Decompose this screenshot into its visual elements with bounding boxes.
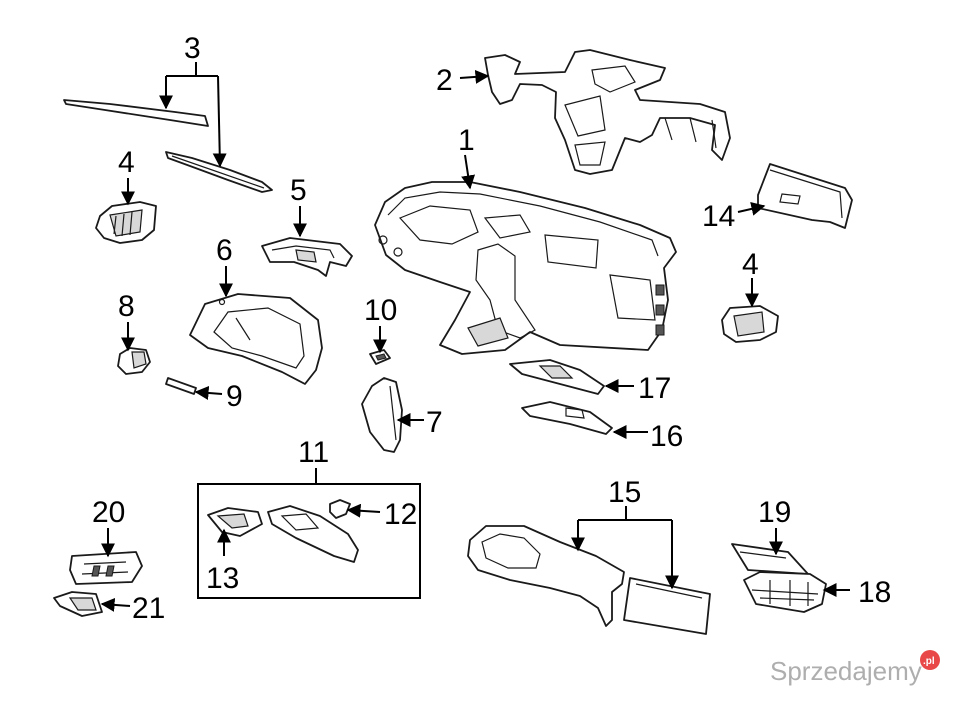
callout-13: 13	[206, 562, 239, 595]
callout-14: 14	[702, 200, 735, 233]
callout-18: 18	[858, 576, 891, 609]
part-14-glove-box	[757, 163, 853, 229]
callout-21: 21	[132, 592, 165, 625]
part-group-11-box	[197, 483, 421, 599]
part-19-cover	[731, 543, 809, 575]
part-7-end-cover	[361, 377, 403, 453]
callout-4-left: 4	[118, 146, 135, 179]
part-8-knob	[117, 347, 151, 375]
callout-16: 16	[650, 420, 683, 453]
part-4-vent-left	[95, 201, 157, 244]
callout-2: 2	[436, 64, 453, 97]
callout-12: 12	[384, 498, 417, 531]
part-10-clip	[369, 349, 391, 365]
callout-3: 3	[184, 32, 201, 65]
part-6-cluster-bezel	[189, 293, 323, 385]
callout-10: 10	[364, 294, 397, 327]
callout-7: 7	[426, 406, 443, 439]
callout-15: 15	[608, 476, 641, 509]
part-9-pin	[165, 377, 197, 395]
callout-8: 8	[118, 290, 135, 323]
callout-1: 1	[458, 124, 475, 157]
leader-lines	[100, 62, 850, 612]
part-3-defroster-strips	[63, 99, 273, 193]
watermark-badge-icon	[920, 650, 940, 670]
callout-17: 17	[638, 372, 671, 405]
callout-9: 9	[226, 380, 243, 413]
callout-labels: 1 2 3 4 4 5 6 7 8 9 10 11 12 13 14 15 16…	[92, 32, 891, 625]
callout-5: 5	[290, 174, 307, 207]
part-17-trim	[509, 359, 605, 395]
part-18-bracket	[743, 571, 827, 613]
callout-19: 19	[758, 496, 791, 529]
part-21-trim-panel	[53, 591, 103, 617]
part-4-vent-right	[721, 305, 779, 343]
callout-4-right: 4	[742, 248, 759, 281]
watermark-text: Sprzedajemy	[770, 656, 922, 686]
part-15-lower-trim	[467, 525, 711, 635]
part-16-trim-lower	[521, 401, 613, 435]
part-1-instrument-panel	[374, 181, 677, 355]
part-5-bracket	[261, 237, 353, 277]
watermark-badge: .pl	[923, 656, 935, 667]
part-20-control-panel	[69, 551, 143, 585]
watermark: Sprzedajemy .pl	[770, 650, 940, 686]
callout-11: 11	[298, 436, 329, 469]
callout-20: 20	[92, 496, 125, 529]
part-2-dash-frame	[484, 49, 731, 175]
callout-6: 6	[216, 234, 233, 267]
